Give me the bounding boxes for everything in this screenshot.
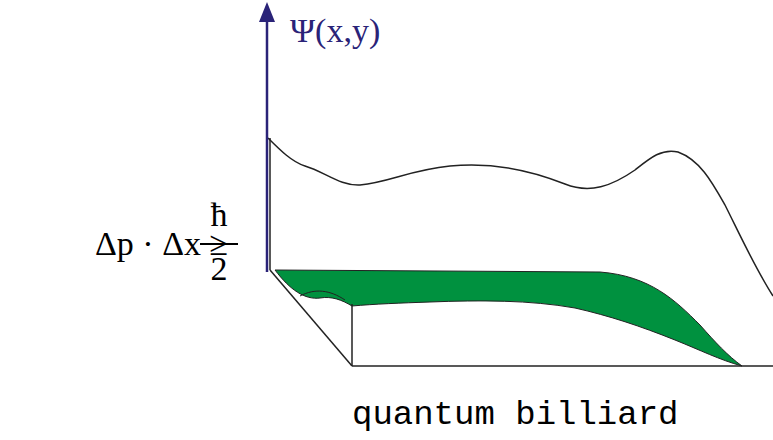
floor-edge xyxy=(270,270,352,366)
equation-text: Δp · Δx ≥ xyxy=(95,227,228,261)
box-edge xyxy=(269,138,271,270)
fraction-denominator: 2 xyxy=(211,252,228,286)
axis-line xyxy=(266,18,269,272)
floor-edge xyxy=(352,365,773,367)
caption: quantum billiard xyxy=(352,398,678,432)
axis-arrowhead xyxy=(259,2,275,22)
axis-label: Ψ(x,y) xyxy=(290,14,380,48)
box-edge xyxy=(351,304,353,366)
green-section xyxy=(275,270,742,366)
section-edge xyxy=(300,291,345,300)
fraction-numerator: ħ xyxy=(211,198,228,232)
